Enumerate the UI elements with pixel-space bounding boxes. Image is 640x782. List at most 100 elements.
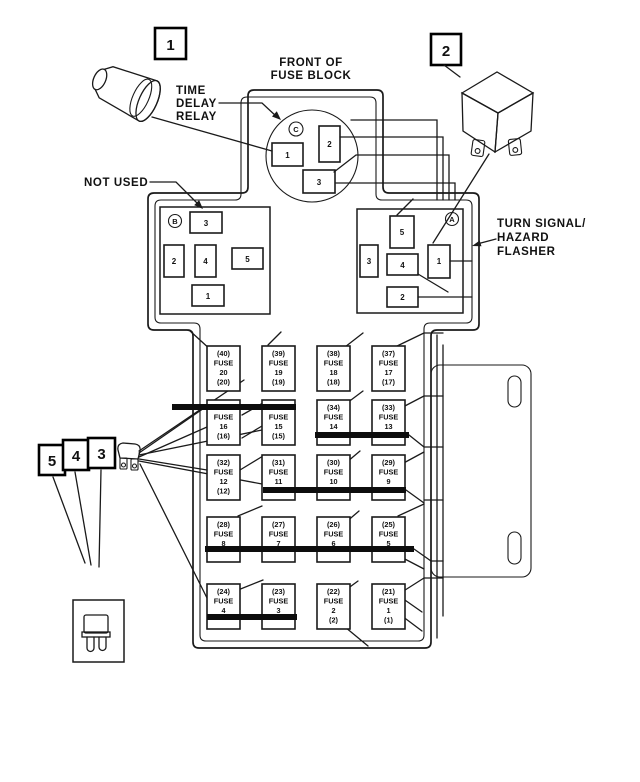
leader-c-2 [339,136,444,201]
fuse-box-18 [316,345,351,392]
fuse-12-line: (12) [217,487,231,496]
fuse-1-line: (1) [384,616,393,625]
fuse-7-line: FUSE [269,530,289,539]
connector-c-circle [288,121,304,137]
fuse-13-line: 13 [384,422,392,431]
fuse-20-line: (20) [217,378,231,387]
fuse-box-2 [316,583,351,630]
leader-c-3 [333,154,450,201]
hazard-label: HAZARD [497,232,549,244]
fuse-19-line: FUSE [269,359,289,368]
fuse-box-8 [206,516,241,563]
time-delay-arrowhead [272,111,281,120]
bus-bar-row3 [263,487,406,493]
leader-a4 [417,273,449,293]
relay-label: RELAY [176,111,217,123]
bus-bar-row2-right [315,432,409,438]
fuse-15-line: FUSE [269,413,289,422]
flasher-arrowhead [472,240,482,247]
connector-b-letter: B [172,217,178,226]
fuse-10-line: FUSE [324,468,344,477]
cylinder-leader-line [151,116,273,152]
front-of-label: FRONT OF [279,57,343,69]
cavity-b5 [231,247,264,270]
fuse-13-line: FUSE [379,413,399,422]
fuse-10-line: (30) [327,458,341,467]
fuse-9-line: FUSE [379,468,399,477]
fuse-19-line: (39) [272,349,286,358]
fuse-11-line: FUSE [269,468,289,477]
fuse-5-line: 5 [386,539,390,548]
fuse-6-line: (26) [327,520,341,529]
leader-c-1 [350,119,438,201]
fuse-16-line: (16) [217,432,231,441]
fuse-4-line: (24) [217,587,231,596]
cavity-b1 [191,284,225,307]
fuse-box-7 [261,516,296,563]
cavity-c1-label: 1 [285,151,290,160]
fuse-10-line: 10 [329,477,337,486]
fuse-15-line: 15 [274,422,282,431]
cavity-a5-label: 5 [400,228,405,237]
fuse-5-line: (25) [382,520,396,529]
fuse-3-line: (23) [272,587,286,596]
fuse-20-line: (40) [217,349,231,358]
fuse-13-line: (33) [382,403,396,412]
leader-c-4 [335,182,456,201]
fuse-17-line: 17 [384,368,392,377]
fuse-8-line: (28) [217,520,231,529]
cavity-a4 [386,253,419,276]
callout-box-4 [61,438,91,472]
mounting-bracket [430,364,532,578]
fuse-box-19 [261,345,296,392]
fuse-8-line: FUSE [214,530,234,539]
cavity-b1-label: 1 [206,292,211,301]
fuse-1-line: FUSE [379,597,399,606]
fuse-14-line: 14 [329,422,338,431]
fuse-5-line: FUSE [379,530,399,539]
fuse-16-line: FUSE [214,413,234,422]
fuse-box-17 [371,345,406,392]
fuse-19-line: (19) [272,378,286,387]
time-label: TIME [176,85,206,97]
fuse-18-line: (38) [327,349,341,358]
flasher-label: FLASHER [497,246,556,258]
fuse-4-line: FUSE [214,597,234,606]
cavity-a3 [359,244,379,278]
callout-2-label: 2 [442,43,450,60]
fuse-18-line: FUSE [324,359,344,368]
fuse-17-line: (17) [382,378,396,387]
fuse-1-line: (21) [382,587,396,596]
cavity-b2 [163,244,185,278]
relay-circle [265,109,359,203]
fuse-12-line: (32) [217,458,231,467]
fuse-17-line: (37) [382,349,396,358]
fuse-2-line: (2) [329,616,338,625]
cavity-a5 [389,215,415,249]
bus-bar-row2-left [172,404,296,410]
callout-4-label: 4 [72,448,81,465]
fuse-6-line: FUSE [324,530,344,539]
fuse-block-outline-inner [154,96,473,642]
fuse-3-line: FUSE [269,597,289,606]
fuse-box-1 [371,583,406,630]
fuse-18-line: 18 [329,368,337,377]
fuse-11-line: (31) [272,458,286,467]
connector-a-letter: A [449,215,455,224]
cavity-a2-label: 2 [400,293,405,302]
cavity-c3-label: 3 [317,178,322,187]
fuse-1-line: 1 [386,606,390,615]
time-delay-relay-drawing [91,66,161,123]
bracket-slot-top [507,375,522,408]
callout-box-3 [86,436,117,470]
fuse-9-line: (29) [382,458,396,467]
callout-box-1 [153,26,188,61]
fuse-14-line: FUSE [324,413,344,422]
turn-signal-label: TURN SIGNAL/ [497,218,586,230]
leader-rungs-right [423,332,444,579]
time-delay-leader [218,102,278,118]
fuse-8-line: 8 [221,539,225,548]
callout-3-label: 3 [97,446,105,463]
